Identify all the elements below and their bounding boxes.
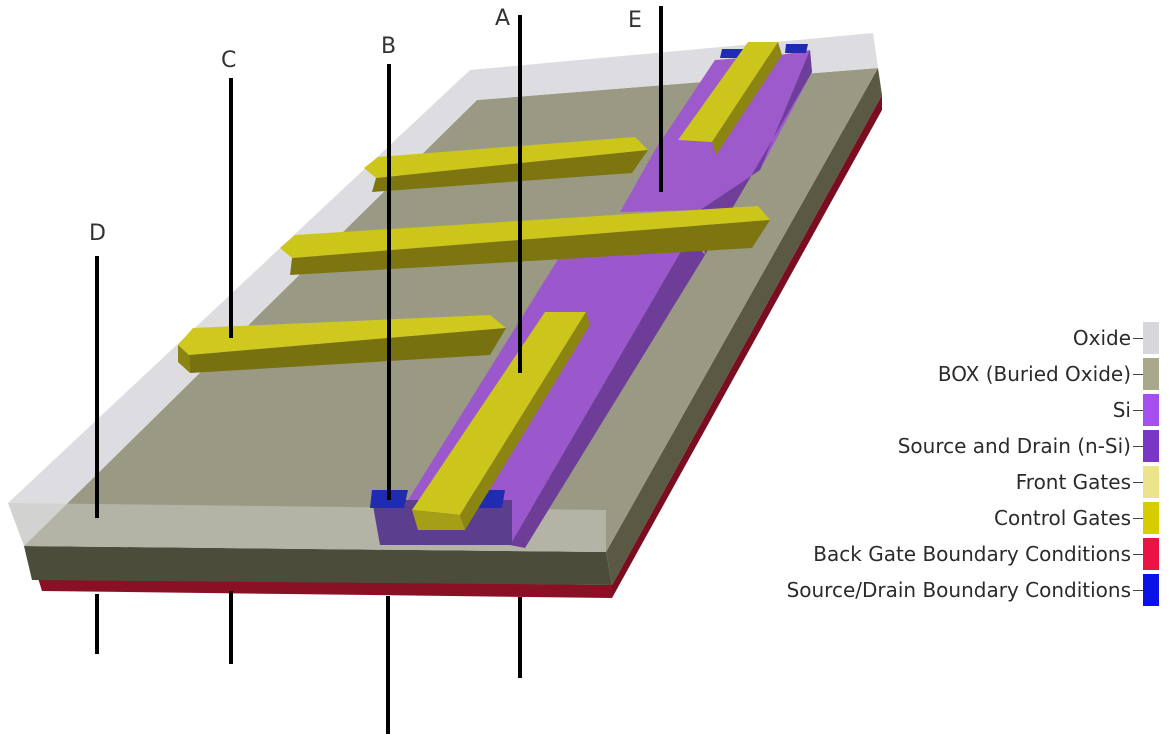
legend-item-source-drain: Source and Drain (n-Si) xyxy=(739,428,1159,464)
control-gate-upper-face xyxy=(372,150,648,192)
si-lower-channel-side xyxy=(510,236,705,548)
callout-label-e: E xyxy=(628,8,642,33)
si-upper-channel-side xyxy=(700,50,812,255)
legend-label: Source and Drain (n-Si) xyxy=(897,434,1131,458)
legend-label: BOX (Buried Oxide) xyxy=(937,362,1131,386)
back-gate-layer-front xyxy=(38,578,612,598)
control-gate-c-face xyxy=(189,328,506,373)
legend-swatch xyxy=(1143,502,1159,534)
front-gate-e-top xyxy=(678,42,778,142)
legend-swatch xyxy=(1143,358,1159,390)
legend-label: Back Gate Boundary Conditions xyxy=(813,542,1131,566)
callout-label-b: B xyxy=(381,34,397,59)
box-layer-right xyxy=(606,68,882,585)
front-gate-a-end xyxy=(412,510,465,530)
control-gate-c-top xyxy=(178,315,506,355)
legend: Oxide BOX (Buried Oxide) Si Source and D… xyxy=(739,320,1159,608)
legend-tick xyxy=(1133,589,1143,591)
legend-label: Control Gates xyxy=(994,506,1131,530)
legend-swatch xyxy=(1143,538,1159,570)
legend-tick xyxy=(1133,481,1143,483)
legend-swatch xyxy=(1143,430,1159,462)
legend-item-front-gates: Front Gates xyxy=(739,464,1159,500)
control-gate-c-front xyxy=(178,345,190,373)
legend-label: Front Gates xyxy=(1015,470,1131,494)
back-gate-layer-side xyxy=(612,95,882,598)
legend-tick xyxy=(1133,409,1143,411)
legend-label: Si xyxy=(1112,398,1131,422)
legend-item-si: Si xyxy=(739,392,1159,428)
front-gate-a-top xyxy=(412,312,586,515)
legend-label: Source/Drain Boundary Conditions xyxy=(786,578,1131,602)
control-gate-upper-top xyxy=(364,137,648,178)
legend-tick xyxy=(1133,373,1143,375)
legend-item-source-drain-bc: Source/Drain Boundary Conditions xyxy=(739,572,1159,608)
front-gate-a-side xyxy=(460,312,590,530)
legend-tick xyxy=(1133,553,1143,555)
callout-label-a: A xyxy=(495,6,511,31)
sd-contact-top-right xyxy=(785,44,808,53)
control-gate-middle-face xyxy=(290,220,770,275)
legend-swatch xyxy=(1143,466,1159,498)
legend-item-box: BOX (Buried Oxide) xyxy=(739,356,1159,392)
control-gate-middle-top xyxy=(280,206,770,258)
front-gate-e-side xyxy=(712,42,782,155)
legend-tick xyxy=(1133,337,1143,339)
legend-swatch xyxy=(1143,394,1159,426)
legend-label: Oxide xyxy=(1072,326,1131,350)
callout-label-d: D xyxy=(89,221,106,246)
legend-swatch xyxy=(1143,574,1159,606)
legend-tick xyxy=(1133,445,1143,447)
legend-item-control-gates: Control Gates xyxy=(739,500,1159,536)
legend-swatch xyxy=(1143,322,1159,354)
box-layer-front xyxy=(24,546,612,585)
callout-label-c: C xyxy=(221,48,237,73)
legend-item-back-gate-bc: Back Gate Boundary Conditions xyxy=(739,536,1159,572)
legend-item-oxide: Oxide xyxy=(739,320,1159,356)
legend-tick xyxy=(1133,517,1143,519)
